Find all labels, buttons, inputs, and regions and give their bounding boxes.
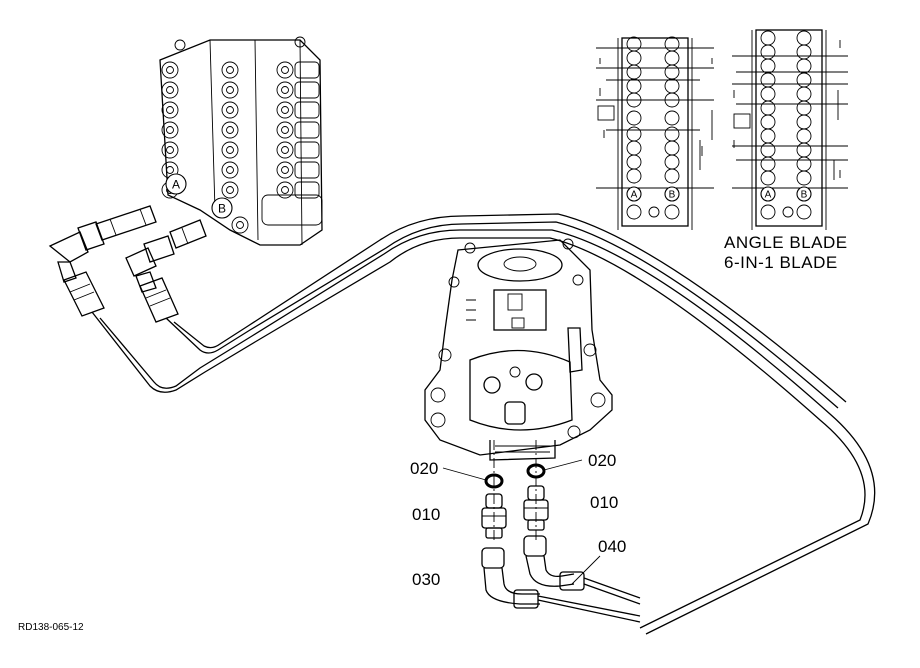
- hydraulic-hoses: [91, 213, 876, 635]
- hose-elbow-right: [523, 535, 585, 591]
- inset-caption-6-in-1-blade: 6-IN-1 BLADE: [724, 253, 838, 272]
- adapter-right: [523, 485, 549, 531]
- callout-010-right: 010: [590, 493, 618, 512]
- inset-valve-schematic-angle: A B: [596, 36, 714, 230]
- inset-left-port-b-label: B: [669, 190, 676, 201]
- inset-right-port-a-label: A: [765, 190, 772, 201]
- port-b-callout: B: [211, 197, 233, 219]
- control-valve-bank: [159, 36, 323, 246]
- hose-end-fittings-left: [63, 271, 179, 323]
- leader-lines: [442, 459, 601, 585]
- port-a-circle: [165, 173, 187, 195]
- inset-right-port-b-label: B: [801, 190, 808, 201]
- inset-valve-schematic-6in1: A B: [732, 29, 848, 230]
- o-ring-right: [526, 463, 546, 479]
- inset-left-port-b-circle: [664, 186, 680, 202]
- port-b-circle: [211, 197, 233, 219]
- callout-020-left: 020: [410, 459, 438, 478]
- port-a-callout: A: [165, 173, 187, 195]
- inset-left-port-a-label: A: [631, 190, 638, 201]
- callout-020-right: 020: [588, 451, 616, 470]
- port-b-fittings: [125, 219, 207, 293]
- hose-elbow-left: [481, 547, 540, 609]
- o-ring-left: [484, 473, 504, 489]
- inset-caption-angle-blade: ANGLE BLADE: [724, 233, 848, 252]
- callout-010-left: 010: [412, 505, 440, 524]
- port-a-label: A: [172, 178, 180, 192]
- inset-right-port-a-circle: [760, 186, 776, 202]
- callout-030: 030: [412, 570, 440, 589]
- assembly-axis-lines: [493, 440, 537, 540]
- port-b-label: B: [218, 202, 226, 216]
- port-a-fittings: [48, 205, 157, 283]
- callout-040: 040: [598, 537, 626, 556]
- inset-right-port-b-circle: [796, 186, 812, 202]
- inset-left-port-a-circle: [626, 186, 642, 202]
- drawing-id: RD138-065-12: [18, 622, 84, 633]
- hose-040: [537, 577, 641, 623]
- hydraulic-motor: [424, 238, 613, 461]
- adapter-left: [481, 493, 507, 539]
